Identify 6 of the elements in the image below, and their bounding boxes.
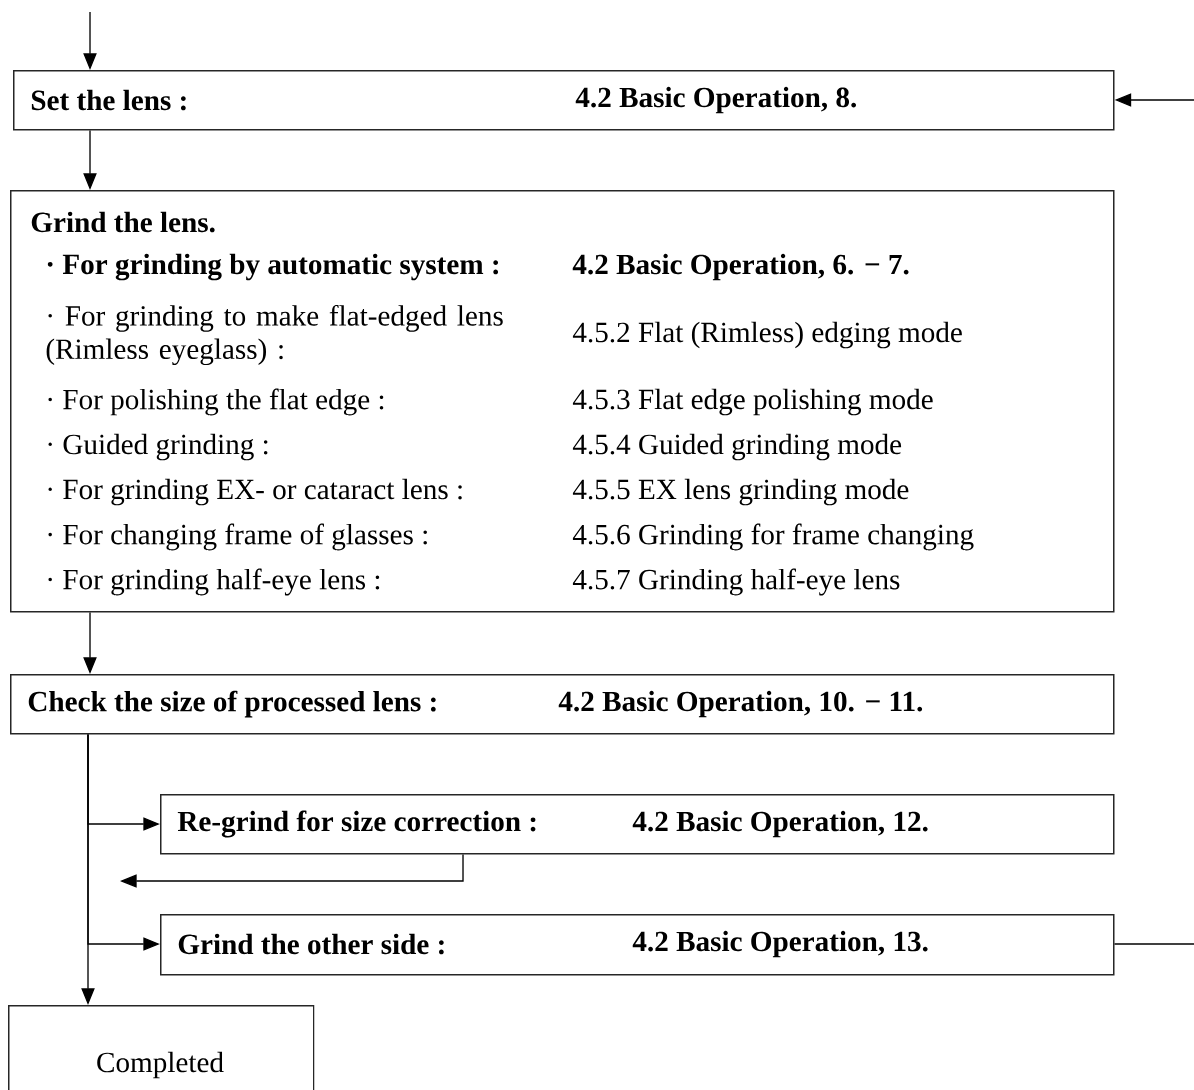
step-box: Set the lens : 4.2 Basic Operation, 8. [13,70,1115,131]
step-box: Grind the other side : 4.2 Basic Operation, 13. [160,914,1115,976]
step-box: Re-grind for size correction : 4.2 Basic Operation, 12. [160,794,1115,855]
step-box: Grind the lens. · For grinding by automatic system : 4.2 Basic Operation, 6. − 7. · For grinding to make flat-edged lens (Rimless eyeglass) : 4.5.2 Flat (Rimless) edging mode · For polishing the flat edge : 4.5.3 Flat edge polishing mode · Guided grinding : 4.5.4 Guided grinding mode · For grinding EX- or cataract lens : 4.5.5 EX lens grinding mode · For changing frame of glasses : 4.5.6 Grinding for frame changing · For grinding half-eye lens : 4.5.7 Grinding half-eye lens [10,190,1115,613]
step-box: Completed [8,1005,315,1090]
step-box: Check the size of processed lens : 4.2 Basic Operation, 10. − 11. [10,674,1115,735]
